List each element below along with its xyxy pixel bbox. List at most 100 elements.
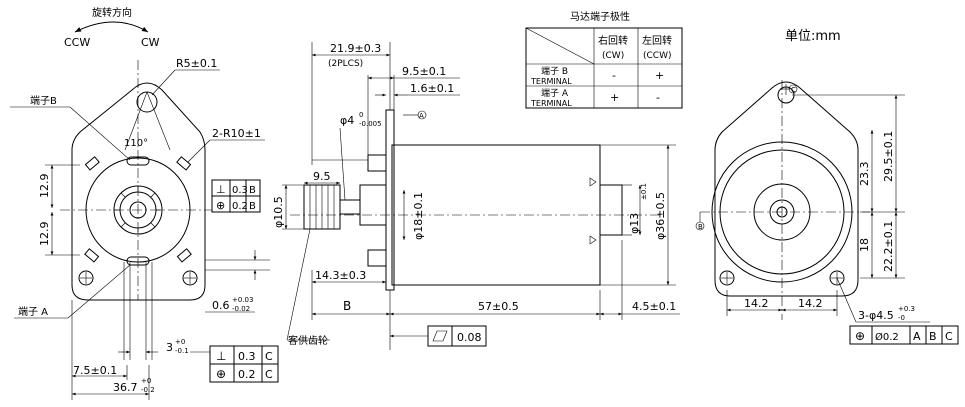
fcf-front-2: ⊕ 0.2 B [211, 195, 261, 213]
svg-text:-0.1: -0.1 [175, 347, 189, 355]
svg-text:C: C [945, 330, 953, 343]
front-view: R5±0.1 端子B 110° 2-R10±1 12.9 12.9 ⊥ 0.3 … [10, 57, 279, 400]
svg-text:-: - [656, 91, 660, 104]
gear-teeth-lines [309, 185, 335, 229]
r5-dim: R5±0.1 [176, 57, 217, 70]
dim-18: 18 [858, 238, 871, 252]
dim-9-5-a: 9.5±0.1 [402, 65, 446, 78]
svg-text:0.08: 0.08 [457, 331, 482, 344]
rotation-arc [74, 21, 149, 33]
front-corner-holes [78, 270, 198, 286]
dim-29-5: 29.5±0.1 [882, 131, 895, 182]
shaft [339, 199, 361, 215]
svg-text:C: C [265, 368, 273, 381]
terminal-pins [123, 262, 153, 360]
svg-text:B: B [249, 185, 256, 196]
datum-c: C [791, 86, 796, 94]
svg-text:0.3: 0.3 [238, 350, 256, 363]
svg-text:端子 A: 端子 A [541, 87, 569, 99]
rear-flange-outline [714, 81, 859, 297]
svg-text:+0: +0 [141, 377, 151, 385]
datum-b: B [698, 223, 703, 231]
r10-dim: 2-R10±1 [212, 127, 261, 140]
svg-text:+0: +0 [175, 338, 185, 346]
fcf-front-1: ⊥ 0.3 B [211, 179, 261, 197]
svg-text:0.2: 0.2 [238, 368, 256, 381]
terminal-a-label: 端子 A [18, 305, 48, 318]
dim-21-9: 21.9±0.3 [330, 42, 381, 55]
dim-22-2: 22.2±0.1 [882, 221, 895, 272]
rotation-direction: 旋转方向 CCW CW [64, 6, 160, 49]
dim-7-5: 7.5±0.1 [73, 364, 117, 377]
angle-label: 110° [124, 138, 148, 149]
svg-text:TERMINAL: TERMINAL [530, 77, 572, 86]
gear-note: 客供齿轮 [288, 334, 328, 347]
datum-a: A [419, 112, 424, 120]
svg-text:⊕: ⊕ [216, 367, 226, 381]
shaft-boss [359, 184, 387, 226]
terminal-a-block [367, 249, 387, 267]
svg-text:+: + [610, 91, 619, 104]
svg-text:B: B [929, 330, 937, 343]
svg-text:(CCW): (CCW) [643, 51, 672, 61]
dim-4-5: 4.5±0.1 [632, 300, 676, 313]
rear-fcf: ⊕ Ø0.2 A B C [849, 325, 959, 345]
motor-flange [385, 109, 395, 291]
rotation-title: 旋转方向 [92, 6, 132, 19]
fcf-front-4: ⊕ 0.2 C [209, 363, 279, 383]
svg-text:⊥: ⊥ [216, 349, 226, 363]
side-view: 21.9±0.3 (2PLCS) 9.5±0.1 1.6±0.1 φ4 0 -0… [272, 42, 680, 350]
svg-text:±0.1: ±0.1 [640, 183, 648, 200]
rear-view: 单位:mm C B 23.3 29.5±0.1 18 22.2±0.1 [695, 29, 959, 345]
terminal-b-label: 端子B [30, 94, 57, 107]
rear-boss [599, 184, 623, 236]
dim-phi36: φ36±0.5 [654, 192, 667, 240]
svg-text:B: B [249, 201, 256, 212]
svg-text:0: 0 [359, 111, 363, 119]
dim-12-9-bot: 12.9 [38, 222, 51, 247]
dim-14-2-b: 14.2 [798, 297, 823, 310]
svg-text:A: A [913, 330, 921, 343]
ccw-label: CCW [64, 36, 90, 49]
svg-text:端子 B: 端子 B [541, 65, 568, 77]
front-flange-outline [71, 82, 206, 301]
holes-dim: 3-φ4.5 [858, 309, 894, 322]
dim-phi10-5: φ10.5 [272, 196, 285, 228]
svg-text:(CW): (CW) [602, 51, 624, 61]
svg-text:-0: -0 [898, 314, 905, 322]
svg-text:⊥: ⊥ [216, 183, 226, 196]
dim-14-3: 14.3±0.3 [315, 269, 366, 282]
dim-0-6: 0.6 [212, 299, 230, 312]
dim-23-3: 23.3 [858, 162, 871, 187]
dim-2plcs: (2PLCS) [328, 59, 363, 69]
svg-text:C: C [265, 350, 273, 363]
svg-text:0.2: 0.2 [232, 201, 248, 212]
dim-57: 57±0.5 [478, 300, 519, 313]
svg-text:右回转: 右回转 [598, 34, 628, 47]
svg-text:-: - [612, 69, 616, 82]
dim-b: B [343, 299, 351, 313]
dim-3: 3 [166, 341, 173, 354]
dim-1-6: 1.6±0.1 [410, 82, 454, 95]
unit-label: 单位:mm [785, 29, 841, 44]
dim-phi4: φ4 [340, 114, 354, 127]
terminal-polarity-table: 马达端子极性 右回转 (CW) 左回转 (CCW) 端子 B TERMINAL … [525, 10, 683, 109]
dim-36-7: 36.7 [113, 381, 138, 394]
fcf-front-3: ⊥ 0.3 C [209, 345, 279, 365]
svg-text:+0.03: +0.03 [232, 296, 253, 304]
dim-12-9-top: 12.9 [38, 174, 51, 199]
terminal-b-block [367, 154, 387, 172]
dim-14-2-a: 14.2 [744, 297, 769, 310]
front-vent-slots [84, 156, 192, 263]
dim-9-5-b: 9.5 [313, 170, 331, 183]
svg-text:+0.3: +0.3 [898, 305, 915, 313]
dim-phi13: φ13 [628, 213, 641, 234]
svg-text:-0.005: -0.005 [359, 120, 382, 128]
svg-text:0.3: 0.3 [232, 185, 248, 196]
svg-text:+: + [655, 69, 664, 82]
svg-text:Ø0.2: Ø0.2 [875, 331, 899, 343]
cw-label: CW [141, 36, 160, 49]
table-title: 马达端子极性 [570, 10, 630, 23]
